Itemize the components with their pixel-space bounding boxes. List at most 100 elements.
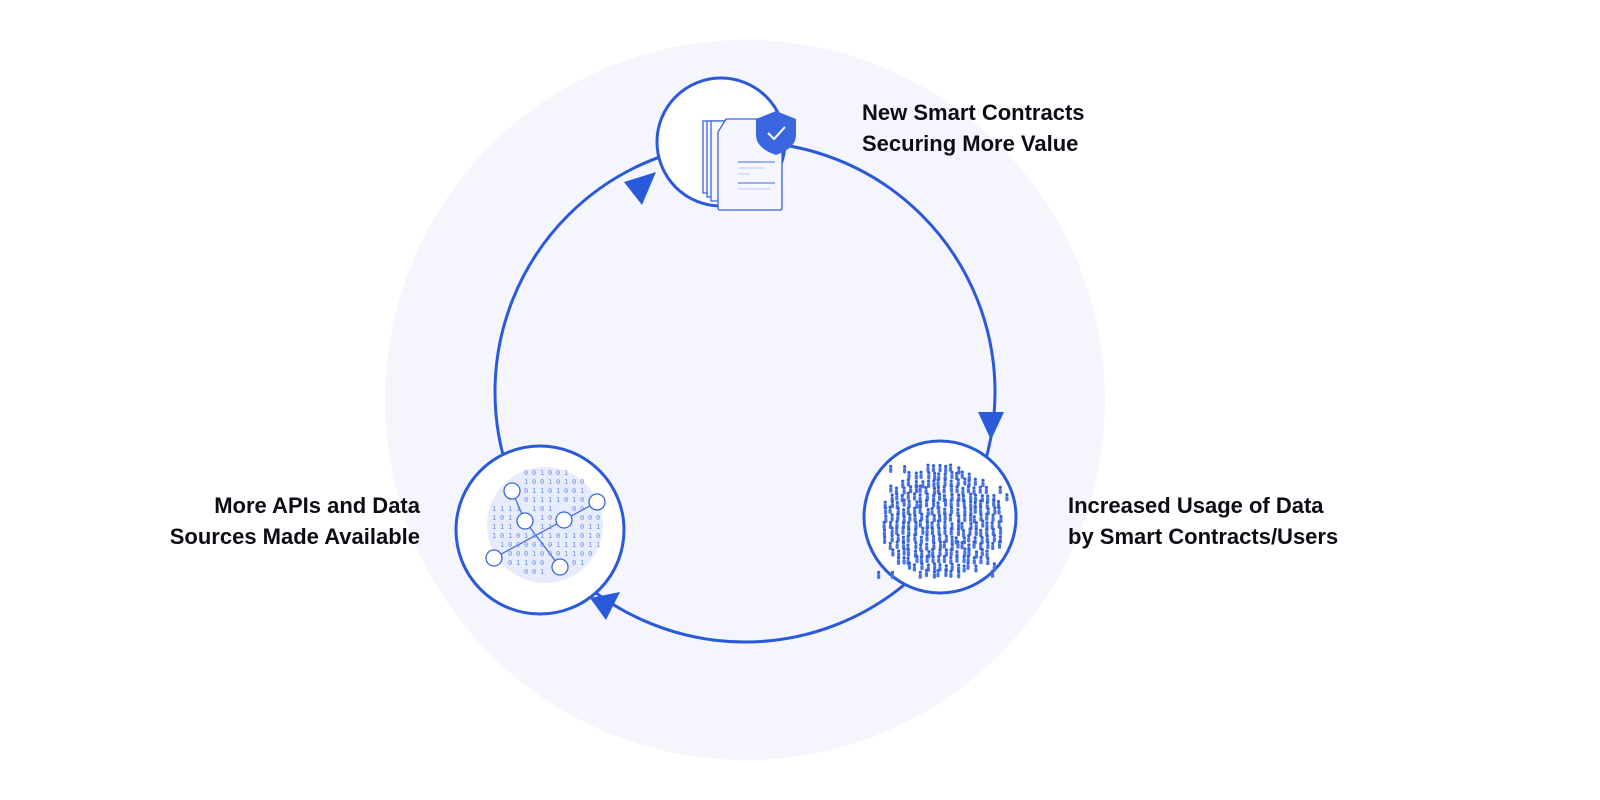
svg-text:0: 0 [556,532,560,540]
svg-text:0: 0 [508,559,512,567]
svg-text:0: 0 [548,469,552,477]
svg-text:1: 1 [564,541,568,549]
svg-text:0: 0 [548,514,552,522]
svg-text:1: 1 [508,514,512,522]
svg-text:1: 1 [500,523,504,531]
svg-text:1: 1 [516,505,520,513]
svg-text:1: 1 [588,523,592,531]
svg-text:1: 1 [540,487,544,495]
label-line: Sources Made Available [169,524,420,549]
svg-text:1: 1 [540,532,544,540]
svg-text:0: 0 [580,514,584,522]
svg-text:0: 0 [532,541,536,549]
svg-text:1: 1 [524,532,528,540]
svg-text:0: 0 [508,541,512,549]
svg-text:1: 1 [548,478,552,486]
crowd-icon [877,463,1009,580]
svg-text:1: 1 [564,478,568,486]
svg-text:0: 0 [540,505,544,513]
svg-text:0: 0 [516,550,520,558]
label-line: New Smart Contracts [862,100,1085,125]
svg-text:1: 1 [572,541,576,549]
svg-text:0: 0 [572,478,576,486]
arrow-right-arc [978,412,1004,440]
svg-text:1: 1 [540,496,544,504]
svg-text:1: 1 [596,541,600,549]
svg-text:1: 1 [524,478,528,486]
svg-text:1: 1 [548,532,552,540]
label-line: by Smart Contracts/Users [1068,524,1339,549]
svg-text:1: 1 [492,532,496,540]
svg-text:1: 1 [564,550,568,558]
svg-text:1: 1 [556,496,560,504]
svg-text:0: 0 [532,478,536,486]
document-stack-icon [702,118,783,211]
arrow-bottom-arc [590,592,620,620]
svg-text:1: 1 [540,568,544,576]
svg-text:0: 0 [580,505,584,513]
svg-text:1: 1 [532,505,536,513]
svg-text:1: 1 [540,469,544,477]
label-usage: Increased Usage of Data by Smart Contrac… [1068,490,1338,552]
svg-text:1: 1 [564,532,568,540]
svg-text:0: 0 [556,478,560,486]
svg-text:1: 1 [580,559,584,567]
svg-text:0: 0 [532,568,536,576]
label-line: More APIs and Data [214,493,420,518]
svg-text:0: 0 [524,568,528,576]
svg-text:1: 1 [532,496,536,504]
svg-text:0: 0 [580,541,584,549]
svg-text:1: 1 [516,559,520,567]
svg-text:0: 0 [564,487,568,495]
svg-text:1: 1 [508,523,512,531]
svg-text:1: 1 [492,523,496,531]
svg-text:0: 0 [548,550,552,558]
svg-text:0: 0 [540,559,544,567]
svg-text:0: 0 [580,478,584,486]
svg-text:0: 0 [596,514,600,522]
svg-text:0: 0 [588,550,592,558]
label-line: Increased Usage of Data [1068,493,1324,518]
svg-text:1: 1 [564,469,568,477]
svg-text:0: 0 [540,550,544,558]
svg-text:0: 0 [532,559,536,567]
svg-text:0: 0 [500,532,504,540]
svg-text:0: 0 [532,532,536,540]
svg-text:1: 1 [588,532,592,540]
svg-text:0: 0 [572,487,576,495]
svg-text:0: 0 [532,469,536,477]
label-line: Securing More Value [862,131,1079,156]
svg-text:0: 0 [524,550,528,558]
svg-text:0: 0 [556,550,560,558]
svg-text:0: 0 [548,487,552,495]
svg-text:1: 1 [540,514,544,522]
svg-text:1: 1 [580,487,584,495]
arrow-left-arc [624,172,656,205]
svg-text:1: 1 [548,496,552,504]
svg-text:1: 1 [572,532,576,540]
svg-text:0: 0 [524,496,528,504]
svg-text:0: 0 [580,550,584,558]
svg-text:1: 1 [572,550,576,558]
svg-text:1: 1 [556,541,560,549]
svg-text:0: 0 [500,514,504,522]
svg-text:1: 1 [524,559,528,567]
svg-text:0: 0 [524,469,528,477]
svg-text:1: 1 [508,505,512,513]
svg-text:0: 0 [524,541,528,549]
svg-text:0: 0 [580,523,584,531]
svg-text:1: 1 [500,505,504,513]
svg-text:1: 1 [500,541,504,549]
shield-check-icon [756,111,796,155]
svg-text:1: 1 [532,487,536,495]
svg-text:1: 1 [596,523,600,531]
svg-text:1: 1 [532,550,536,558]
svg-text:0: 0 [588,514,592,522]
svg-text:1: 1 [492,514,496,522]
svg-text:0: 0 [516,532,520,540]
label-smart-contracts: New Smart Contracts Securing More Value [862,97,1085,159]
svg-text:1: 1 [540,523,544,531]
svg-text:1: 1 [548,523,552,531]
